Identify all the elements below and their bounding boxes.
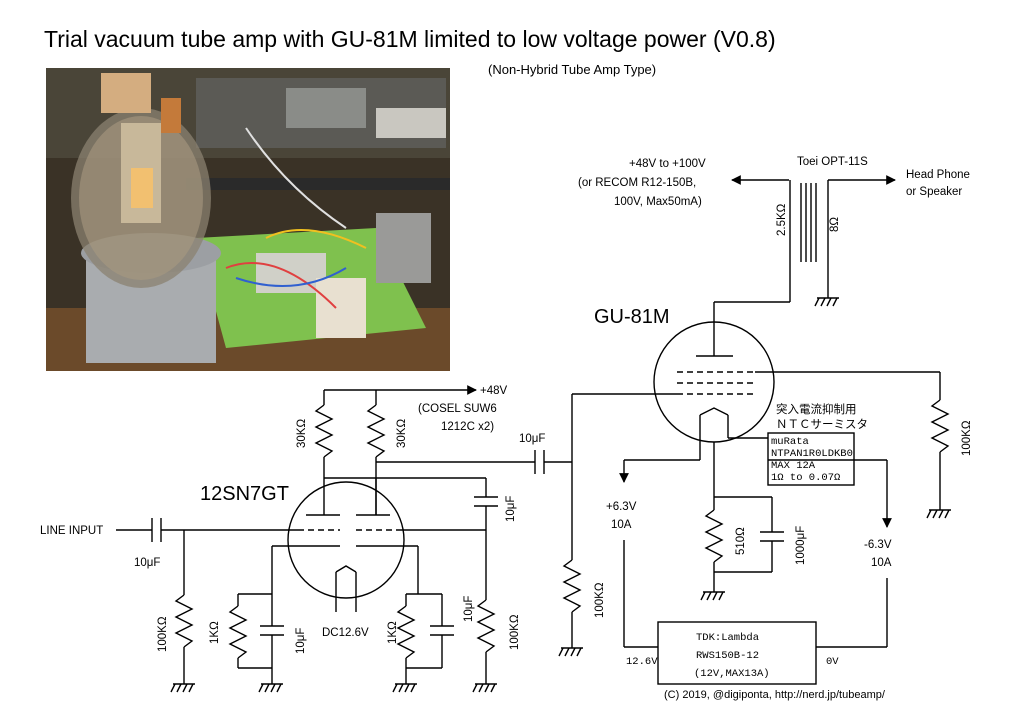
driver-supply-line1: (COSEL SUW6 [418,403,497,415]
heater-neg-label: -6.3V [864,539,892,551]
supply-line3: 100V, Max50mA) [614,196,702,208]
page-subtitle: (Non-Hybrid Tube Amp Type) [488,62,657,77]
plate-resistor-1 [314,390,334,478]
input-grid-resistor [170,530,195,693]
heater-pos-label: +6.3V [606,501,637,513]
ntc-title2: ＮＴＣサーミスタ [776,418,868,431]
cathode-1-resistor-label: 1KΩ [209,621,221,644]
gu81-g2-resistor [926,372,951,519]
output-line1: Head Phone [906,169,970,181]
output-transformer: Toei OPT-11S 2.5KΩ 8Ω [731,156,896,307]
ntc-line2: NTPAN1R0LDKB0 [771,448,853,460]
cathode-1-network [228,545,306,693]
psu-line3: (12V,MAX13A) [694,668,770,680]
ntc-line1: muRata [771,436,809,448]
grid-2-resistor-label: 100KΩ [509,614,521,650]
gu81-cathode-network [700,496,784,601]
amp-photo-image [46,68,450,371]
cathode-1-cap-label: 10μF [295,628,307,654]
amp-photo [46,68,450,371]
cathode-2-cap-label: 10μF [463,596,475,622]
driver-supply-line2: 1212C x2) [441,421,494,433]
grid-2-resistor [400,529,497,693]
plate-resistor-1-label: 30KΩ [296,419,308,448]
ntc-title1: 突入電流抑制用 [776,402,857,416]
supply-line1: +48V to +100V [629,158,706,170]
output-line2: or Speaker [906,186,962,198]
gu81-g2-resistor-label: 100KΩ [961,420,973,456]
input-grid-resistor-label: 100KΩ [157,616,169,652]
supply-line2: (or RECOM R12-150B, [578,177,696,189]
coupling-cap-label: 10μF [519,433,545,445]
driver-supply-voltage: +48V [480,385,508,397]
gu81-cathode-resistor-label: 510Ω [735,527,747,555]
psu-right-label: 0V [826,656,839,668]
link-cap-label: 10μF [505,496,517,522]
gu81-grid-resistor [558,559,583,657]
driver-heater-label: DC12.6V [322,627,369,639]
line-input-label: LINE INPUT [40,525,103,537]
credit-line: (C) 2019, @digiponta, http://nerd.jp/tub… [664,689,885,701]
12sn7gt-label: 12SN7GT [200,483,289,505]
cathode-2-network [392,545,454,693]
transformer-secondary: 8Ω [829,217,841,232]
psu-line2: RWS150B-12 [696,650,759,662]
gu81-grid-resistor-label: 100KΩ [594,582,606,618]
gu81m-label: GU-81M [594,306,670,328]
transformer-name: Toei OPT-11S [797,156,868,168]
ntc-line4: 1Ω to 0.07Ω [771,472,840,484]
plate-resistor-2-label: 30KΩ [396,419,408,448]
gu81m-tube [572,301,940,497]
psu-left-label: 12.6V [626,656,658,668]
heater-neg-current: 10A [871,557,892,569]
psu-line1: TDK:Lambda [696,632,759,644]
ntc-line3: MAX 12A [771,460,816,472]
ntc-box [767,432,855,486]
input-cap-label: 10μF [134,557,160,569]
page-title: Trial vacuum tube amp with GU-81M limite… [44,26,776,52]
heater-pos-current: 10A [611,519,632,531]
gu81-cathode-cap-label: 1000μF [795,526,807,565]
cathode-2-resistor-label: 1KΩ [387,621,399,644]
12sn7gt-tube [287,478,405,599]
psu-box [657,621,817,685]
transformer-primary: 2.5KΩ [776,203,788,236]
ground-icon [814,297,839,307]
